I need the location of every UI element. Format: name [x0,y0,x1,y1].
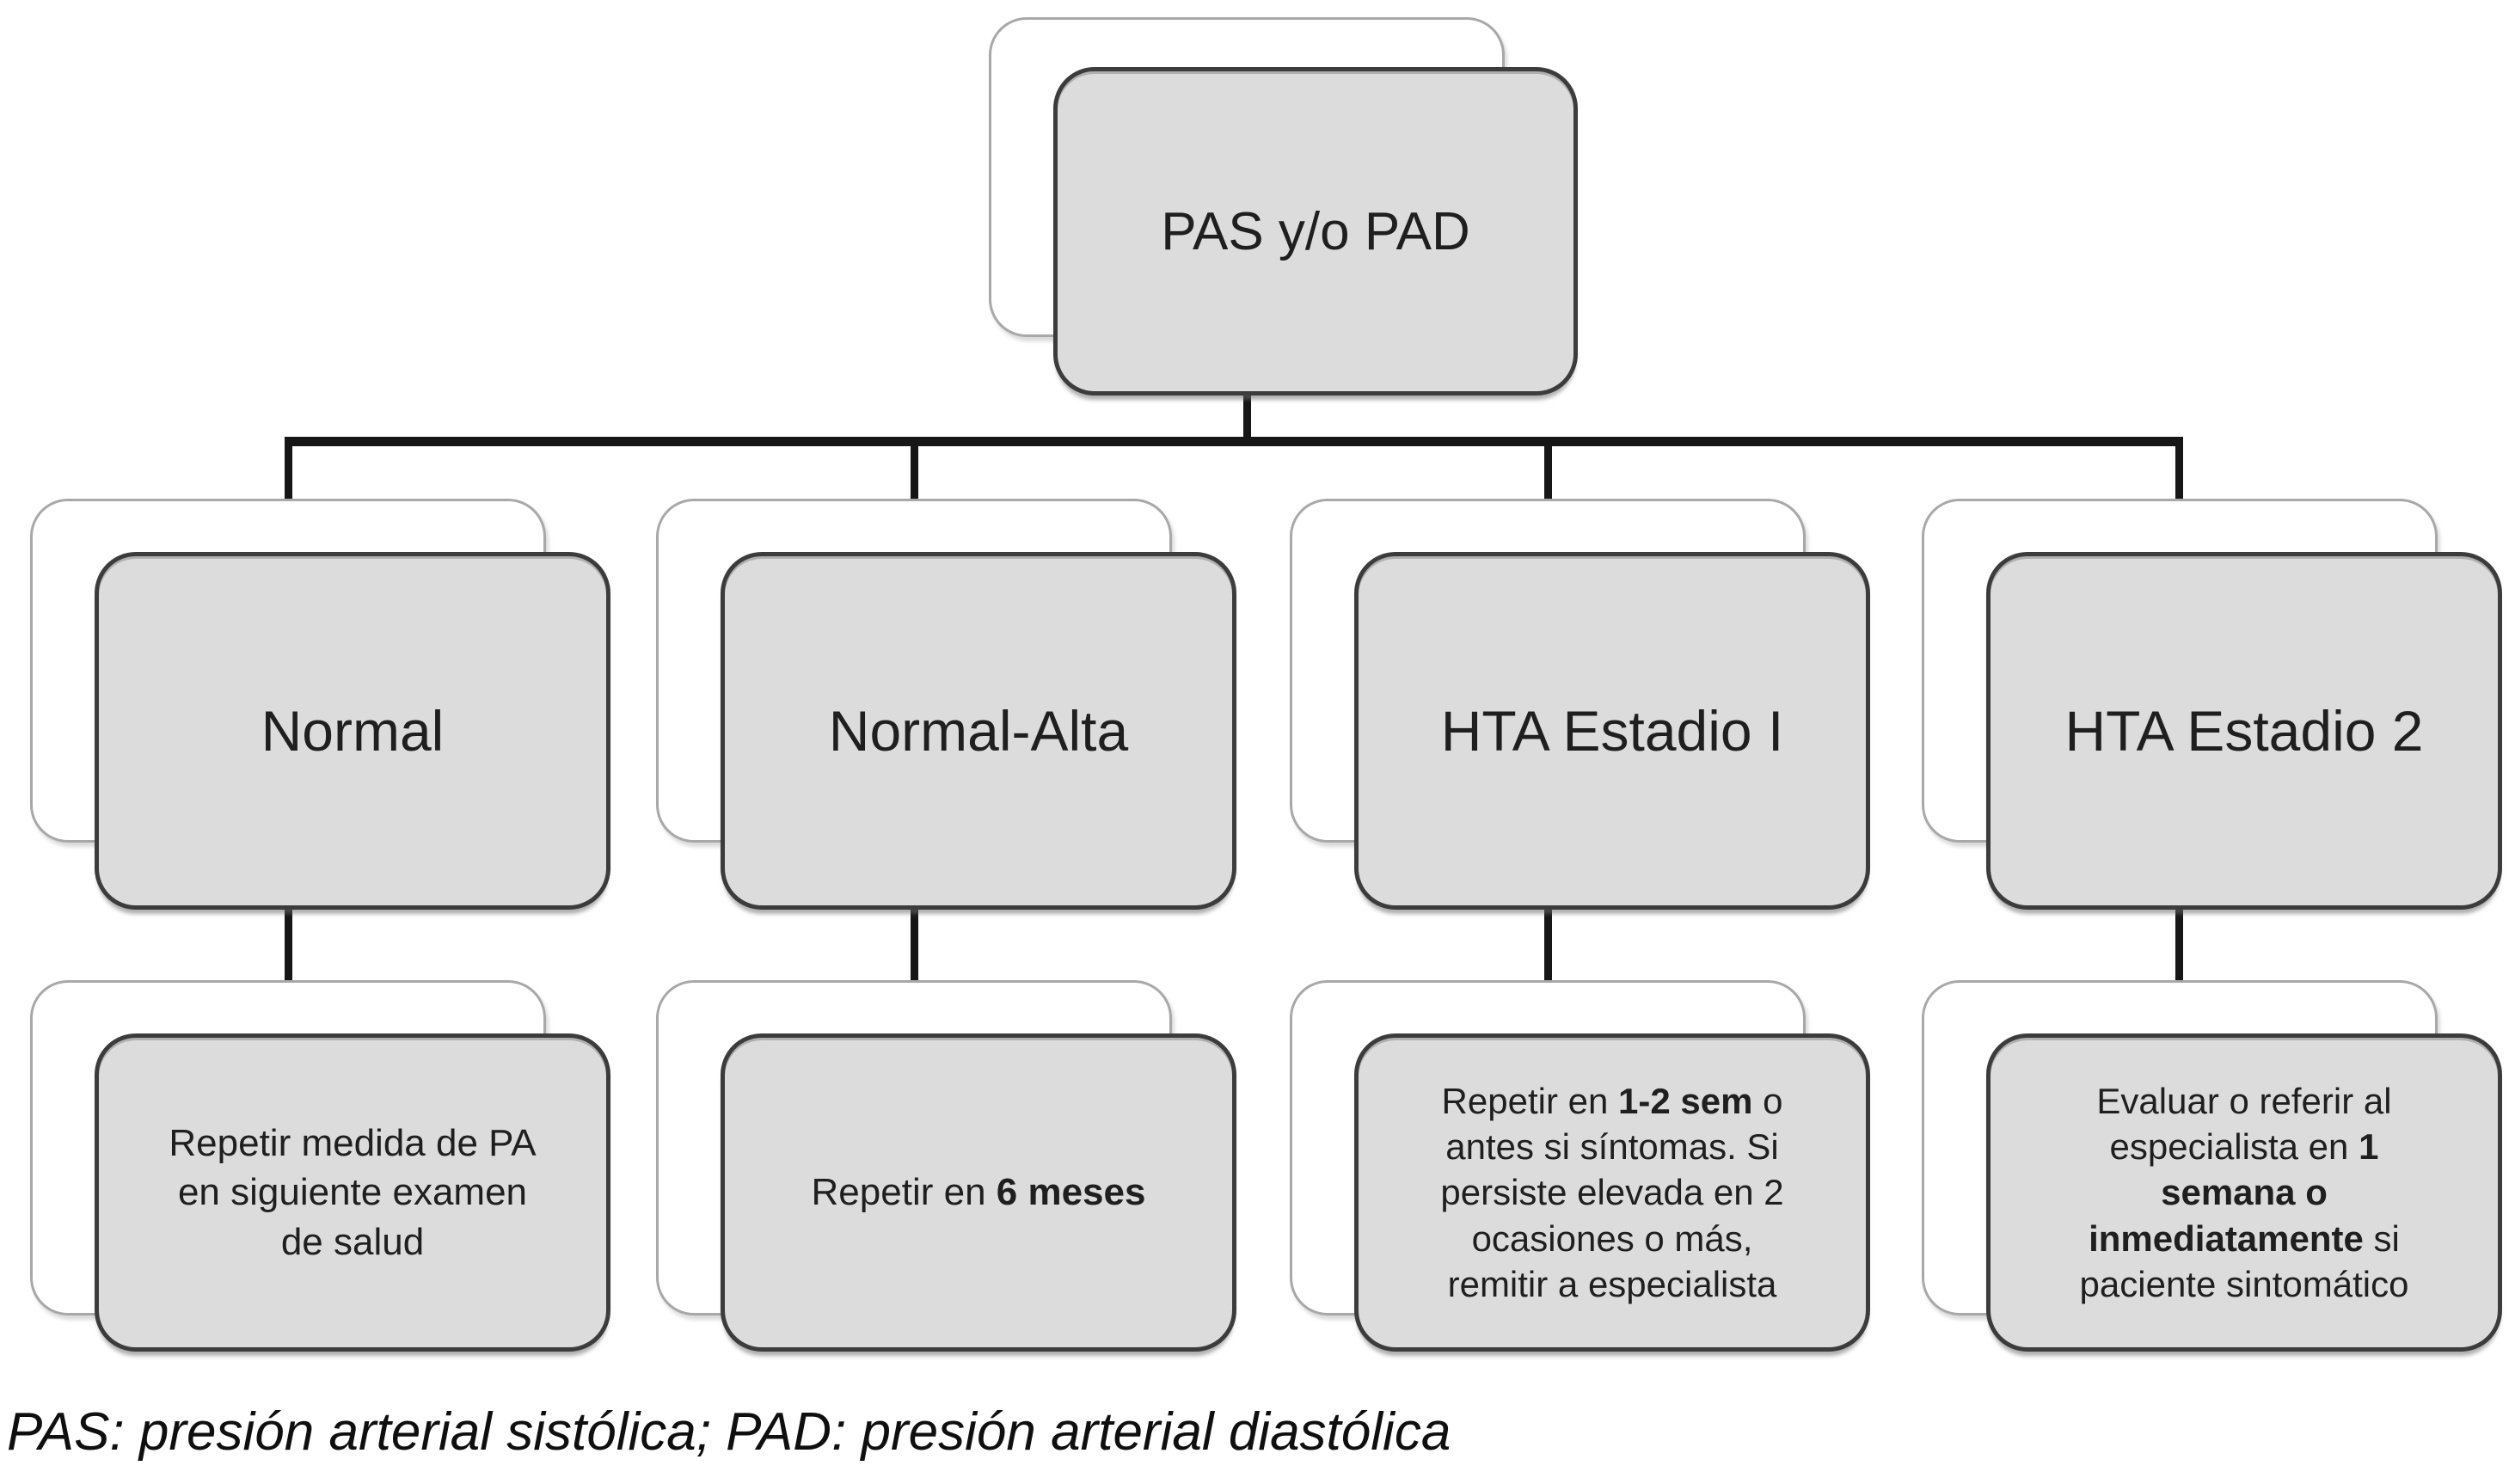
connector-drop-normal-alta [911,437,918,557]
action-node-hta1: Repetir en 1-2 sem o antes si síntomas. … [1354,1033,1870,1352]
footnote: PAS: presión arterial sistólica; PAD: pr… [7,1402,1451,1462]
connector-hta2-action [2175,908,2183,1037]
action-node-normal: Repetir medida de PA en siguiente examen… [95,1033,610,1352]
connector-drop-normal [285,437,292,557]
connector-drop-hta2 [2175,437,2183,557]
root-node: PAS y/o PAD [1053,67,1578,396]
category-label-hta1: HTA Estadio I [1440,699,1784,763]
connector-normal-alta-action [911,908,918,1037]
category-node-normal: Normal [95,552,610,910]
action-text-normal-alta: Repetir en 6 meses [811,1171,1146,1214]
connector-hta1-action [1544,908,1552,1037]
action-text-hta2: Evaluar o referir al especialista en 1 s… [2079,1080,2409,1304]
category-node-normal-alta: Normal-Alta [721,552,1236,910]
category-label-normal-alta: Normal-Alta [828,699,1129,763]
action-text-hta1: Repetir en 1-2 sem o antes si síntomas. … [1440,1080,1784,1304]
action-node-normal-alta: Repetir en 6 meses [721,1033,1236,1352]
category-node-hta2: HTA Estadio 2 [1986,552,2502,910]
root-label: PAS y/o PAD [1161,201,1470,261]
category-node-hta1: HTA Estadio I [1354,552,1870,910]
connector-normal-action [285,908,292,1037]
action-text-normal: Repetir medida de PA en siguiente examen… [169,1122,537,1263]
connector-horizontal-bar [285,437,2183,446]
connector-drop-hta1 [1544,437,1552,557]
action-node-hta2: Evaluar o referir al especialista en 1 s… [1986,1033,2502,1352]
category-label-hta2: HTA Estadio 2 [2064,699,2424,763]
category-label-normal: Normal [261,699,445,763]
connector-root-vertical [1243,394,1251,443]
